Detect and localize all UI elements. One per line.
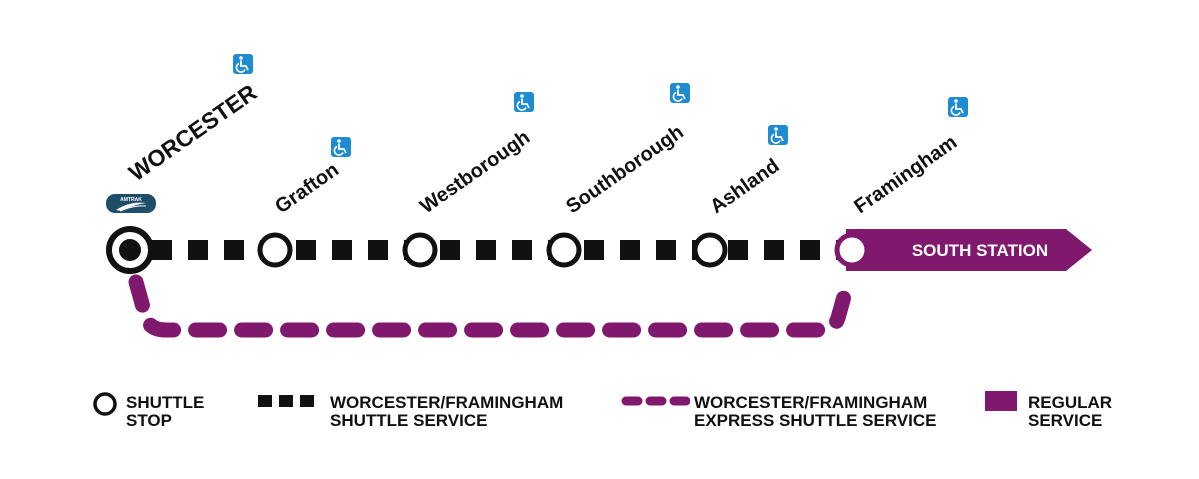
wheelchair-icon	[514, 92, 534, 112]
wheelchair-icon	[768, 125, 788, 145]
legend-shuttle-stop-icon	[93, 392, 117, 416]
station-label-worcester: WORCESTER	[124, 79, 262, 186]
legend-express-service-label: WORCESTER/FRAMINGHAM EXPRESS SHUTTLE SER…	[694, 393, 937, 430]
station-stop-ashland	[692, 232, 728, 268]
legend-regular-service-label: REGULAR SERVICE	[1028, 393, 1113, 430]
station-label-grafton: Grafton	[271, 159, 343, 218]
amtrak-logo-icon	[116, 202, 146, 211]
legend-express-service-icon	[621, 396, 690, 406]
wheelchair-icon	[948, 97, 968, 117]
legend-shuttle-service-label: WORCESTER/FRAMINGHAM SHUTTLE SERVICE	[330, 393, 564, 430]
destination-label: SOUTH STATION	[912, 241, 1048, 260]
station-label-ashland: Ashland	[706, 155, 783, 218]
amtrak-badge-text: AMTRAK	[120, 197, 142, 203]
regular-service-arrow	[846, 229, 1092, 271]
station-stop-southborough	[546, 232, 582, 268]
legend-regular-service-icon	[985, 391, 1017, 411]
legend-shuttle-service-icon	[258, 395, 314, 407]
station-stop-grafton	[257, 232, 293, 268]
station-label-westborough: Westborough	[416, 126, 534, 218]
wheelchair-icon	[233, 54, 253, 74]
station-stop-framingham	[834, 232, 870, 268]
express-shuttle-line	[128, 274, 856, 338]
station-stop-worcester	[106, 226, 154, 274]
wheelchair-icon	[331, 137, 351, 157]
legend-shuttle-stop-label: SHUTTLE STOP	[126, 393, 205, 430]
station-stop-westborough	[402, 232, 438, 268]
station-label-southborough: Southborough	[562, 121, 687, 218]
station-label-framingham: Framingham	[850, 131, 961, 218]
amtrak-badge: AMTRAK	[106, 194, 156, 213]
wheelchair-icon	[670, 83, 690, 103]
